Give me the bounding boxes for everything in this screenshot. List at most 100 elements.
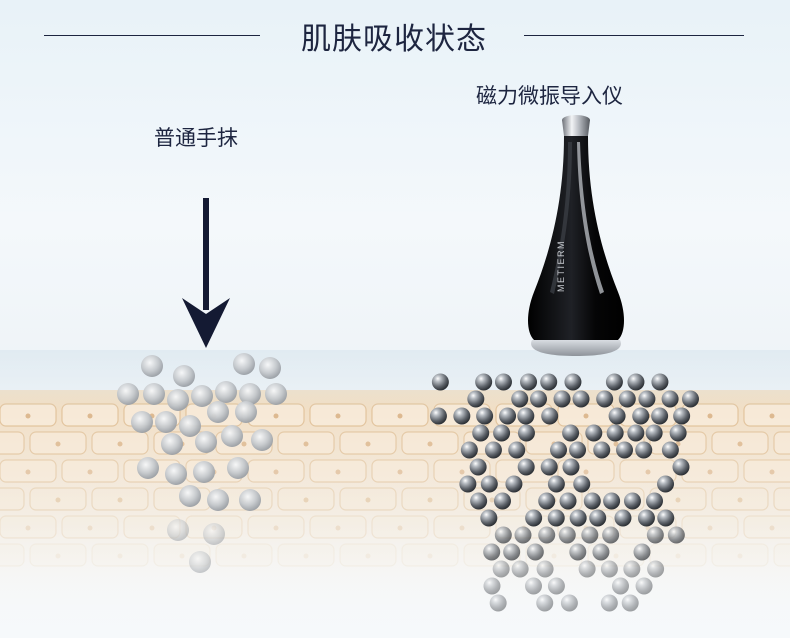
skin-cell	[649, 543, 707, 567]
cell-nucleus	[459, 469, 465, 475]
skin-cell	[401, 487, 459, 511]
manual-particle	[167, 389, 189, 411]
device-particle	[431, 373, 449, 391]
device-particle	[569, 441, 587, 459]
deep-particles-device	[429, 373, 699, 612]
skin-cell	[309, 515, 367, 539]
device-particle	[681, 390, 699, 408]
skin-cell	[371, 459, 429, 483]
manual-particle	[173, 365, 195, 387]
skin-cell	[711, 487, 769, 511]
device-particle	[562, 458, 580, 476]
device-particle	[564, 373, 582, 391]
skin-cell	[743, 515, 790, 539]
device-particle	[538, 492, 556, 510]
device-particle	[569, 509, 587, 527]
device-particle	[508, 441, 526, 459]
manual-particle	[167, 519, 189, 541]
manual-particle	[215, 381, 237, 403]
manual-particle	[117, 383, 139, 405]
device-particle	[483, 577, 501, 595]
manual-particle	[207, 401, 229, 423]
skin-cell	[0, 459, 57, 483]
device-brand-logo: METIERM	[556, 240, 566, 292]
manual-particle	[203, 523, 225, 545]
cell-nucleus	[55, 497, 61, 503]
manual-particle	[189, 551, 211, 573]
device-particle	[511, 560, 529, 578]
device-particle	[646, 526, 664, 544]
device-particle	[483, 543, 501, 561]
device-particle	[632, 407, 650, 425]
skin-cell	[29, 487, 87, 511]
manual-particle	[161, 433, 183, 455]
manual-particle	[221, 425, 243, 447]
skin-cell	[277, 487, 335, 511]
cell-nucleus	[551, 553, 557, 559]
cell-nucleus	[737, 441, 743, 447]
skin-cell	[91, 543, 149, 567]
cell-nucleus	[365, 441, 371, 447]
cell-nucleus	[769, 469, 775, 475]
manual-application-label: 普通手抹	[154, 126, 238, 150]
device-particle	[484, 441, 502, 459]
device-particle	[520, 373, 538, 391]
cell-nucleus	[427, 497, 433, 503]
cell-nucleus	[645, 469, 651, 475]
skin-cell	[433, 515, 491, 539]
skin-cell	[681, 515, 739, 539]
absorption-particles	[117, 353, 699, 612]
device-particle	[550, 441, 568, 459]
manual-particle	[251, 429, 273, 451]
down-arrow-icon	[182, 198, 230, 348]
manual-particle	[143, 383, 165, 405]
cell-nucleus	[397, 525, 403, 531]
device-particle	[540, 373, 558, 391]
device-particle	[673, 407, 691, 425]
manual-particle	[137, 457, 159, 479]
cell-nucleus	[179, 553, 185, 559]
cell-nucleus	[25, 469, 31, 475]
section-header: 肌肤吸收状态	[0, 14, 790, 58]
cell-nucleus	[303, 497, 309, 503]
manual-particle	[155, 411, 177, 433]
cell-nucleus	[117, 497, 123, 503]
cell-nucleus	[303, 553, 309, 559]
device-particle	[657, 509, 675, 527]
cell-nucleus	[427, 553, 433, 559]
device-particle	[578, 560, 596, 578]
device-particle	[605, 373, 623, 391]
cell-nucleus	[707, 525, 713, 531]
cell-nucleus	[489, 497, 495, 503]
device-particle	[600, 594, 618, 612]
skin-cell	[91, 487, 149, 511]
device-application-label: 磁力微振导入仪	[476, 84, 623, 108]
device-particle	[657, 475, 675, 493]
cell-nucleus	[427, 441, 433, 447]
device-particle	[493, 424, 511, 442]
cell-nucleus	[25, 413, 31, 419]
cell-nucleus	[335, 413, 341, 419]
device-particle	[623, 492, 641, 510]
device-particle	[667, 526, 685, 544]
header-divider-left	[44, 35, 260, 36]
device-particle	[460, 441, 478, 459]
device-particle	[627, 373, 645, 391]
device-particle	[647, 560, 665, 578]
device-particle	[494, 373, 512, 391]
manual-particle	[233, 353, 255, 375]
manual-particle	[207, 489, 229, 511]
header-divider-right	[524, 35, 744, 36]
cell-nucleus	[707, 469, 713, 475]
device-particle	[645, 424, 663, 442]
device-particle	[602, 526, 620, 544]
cell-nucleus	[241, 441, 247, 447]
cell-nucleus	[365, 553, 371, 559]
device-particle	[645, 492, 663, 510]
cell-nucleus	[273, 525, 279, 531]
cell-nucleus	[241, 553, 247, 559]
device-particle	[525, 577, 543, 595]
cell-nucleus	[365, 497, 371, 503]
manual-particle	[165, 463, 187, 485]
cell-nucleus	[459, 525, 465, 531]
